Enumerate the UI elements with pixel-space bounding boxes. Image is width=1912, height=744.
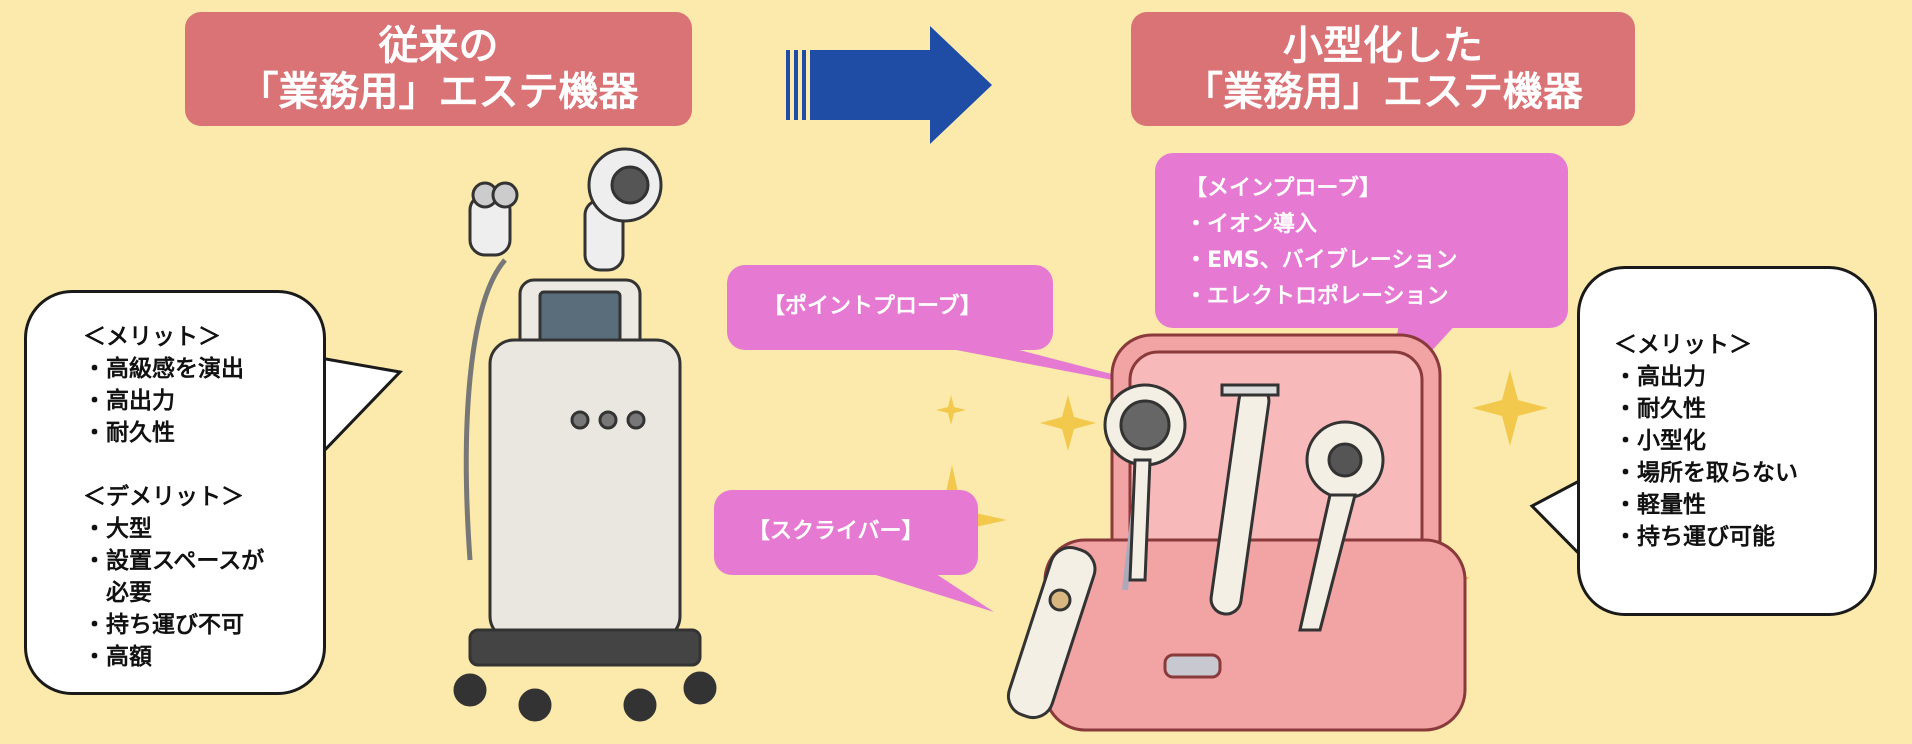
demerit-item: ・高額 xyxy=(83,644,152,670)
demerit-item: ・設置スペースが xyxy=(83,548,265,574)
compact-merits-bubble: ＜メリット＞ ・高出力 ・耐久性 ・小型化 ・場所を取らない ・軽量性 ・持ち運… xyxy=(1577,266,1877,616)
merit-heading: ＜メリット＞ xyxy=(1614,332,1752,358)
merit-item: ・耐久性 xyxy=(83,420,175,446)
demerit-item: ・大型 xyxy=(83,516,152,542)
main-probe-item: ・イオン導入 xyxy=(1185,212,1318,237)
main-probe-heading: 【メインプローブ】 xyxy=(1185,176,1382,201)
right-arrow-icon xyxy=(786,26,992,144)
demerit-item: 必要 xyxy=(83,580,152,606)
merit-item: ・軽量性 xyxy=(1614,492,1706,518)
merit-item: ・小型化 xyxy=(1614,428,1706,454)
scriber-tail xyxy=(860,570,994,612)
traditional-equipment-title: 従来の 「業務用」エステ機器 xyxy=(185,12,692,126)
merit-heading: ＜メリット＞ xyxy=(83,324,221,350)
scriber-callout: 【スクライバー】 xyxy=(714,490,978,575)
title-line-1: 小型化した xyxy=(1283,23,1483,69)
merit-item: ・耐久性 xyxy=(1614,396,1706,422)
demerit-item: ・持ち運び不可 xyxy=(83,612,244,638)
main-probe-callout: 【メインプローブ】 ・イオン導入 ・EMS、バイブレーション ・エレクトロポレー… xyxy=(1155,153,1568,328)
probe-devices-illustration xyxy=(1006,383,1385,720)
demerit-heading: ＜デメリット＞ xyxy=(83,484,244,510)
main-probe-item: ・エレクトロポレーション xyxy=(1185,284,1449,309)
traditional-machine-illustration xyxy=(453,147,717,722)
title-line-2: 「業務用」エステ機器 xyxy=(1183,69,1583,115)
point-probe-callout: 【ポイントプローブ】 xyxy=(727,265,1053,350)
merit-item: ・高出力 xyxy=(1614,364,1706,390)
title-line-1: 従来の xyxy=(378,23,499,69)
scriber-label: 【スクライバー】 xyxy=(748,519,924,544)
merit-item: ・持ち運び可能 xyxy=(1614,524,1775,550)
point-probe-label: 【ポイントプローブ】 xyxy=(763,294,982,319)
compact-equipment-title: 小型化した 「業務用」エステ機器 xyxy=(1131,12,1635,126)
main-probe-item: ・EMS、バイブレーション xyxy=(1185,248,1458,273)
merit-item: ・高出力 xyxy=(83,388,175,414)
merit-item: ・高級感を演出 xyxy=(83,356,244,382)
traditional-pros-cons-bubble: ＜メリット＞ ・高級感を演出 ・高出力 ・耐久性 ＜デメリット＞ ・大型 ・設置… xyxy=(24,290,326,695)
title-line-2: 「業務用」エステ機器 xyxy=(238,69,639,115)
merit-item: ・場所を取らない xyxy=(1614,460,1798,486)
compact-case-illustration xyxy=(1043,333,1467,732)
left-bubble-tail xyxy=(318,356,404,459)
